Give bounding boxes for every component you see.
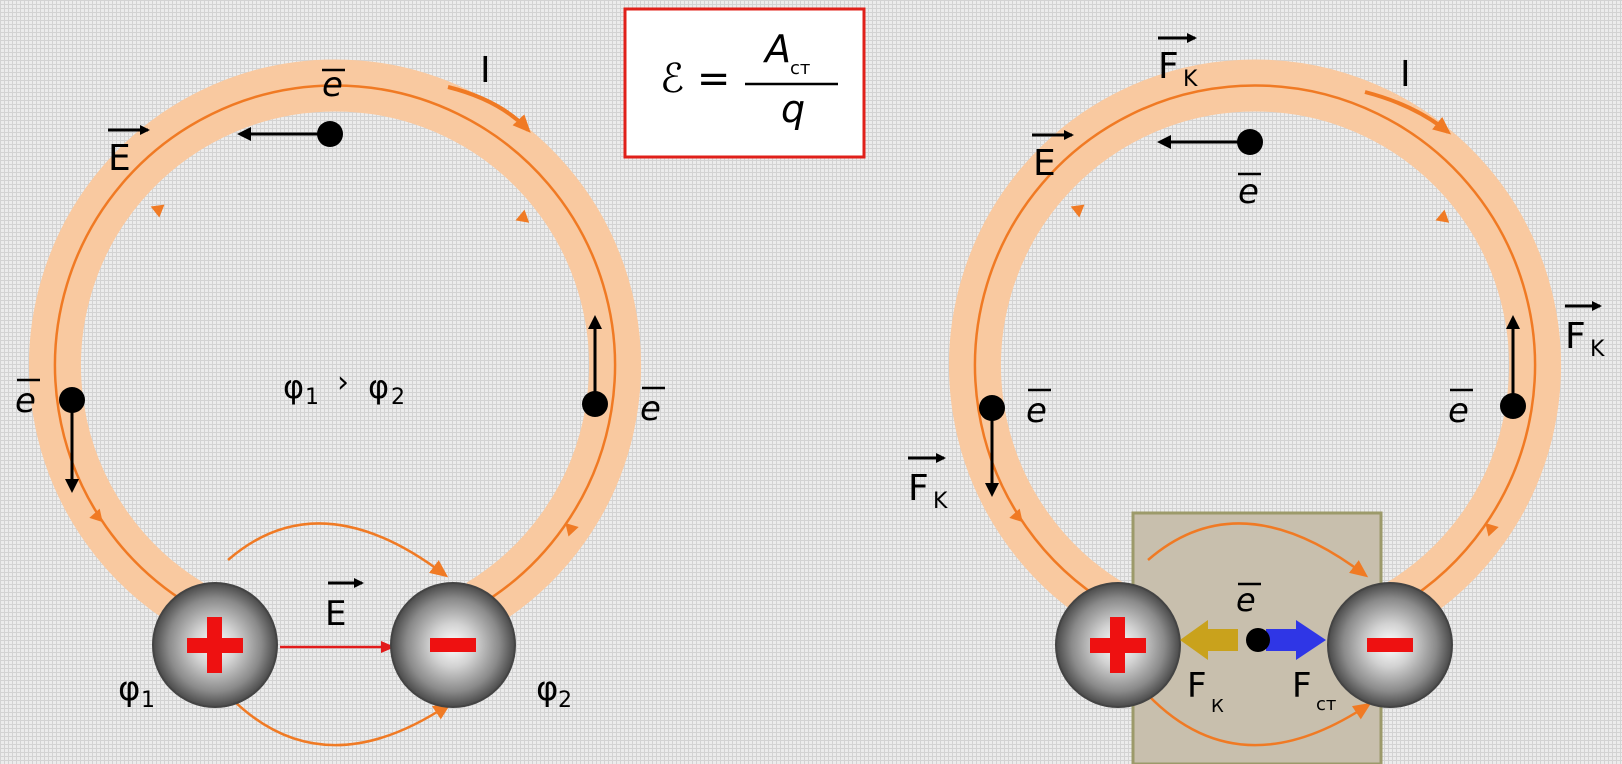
phi1-label: φ 1 — [118, 669, 155, 713]
formula-denominator: q — [781, 87, 805, 131]
svg-text:›: › — [337, 365, 349, 400]
svg-text:K: K — [1183, 67, 1198, 92]
phi2-label: φ 2 — [536, 669, 572, 713]
svg-text:F: F — [1158, 46, 1179, 87]
electron-right-left: e — [582, 315, 665, 429]
svg-text:1: 1 — [141, 688, 155, 713]
plus-bar-v-right — [1110, 617, 1125, 673]
field-line-lower-right — [1147, 694, 1372, 747]
svg-text:К: К — [1211, 696, 1224, 717]
electron-top-right: e — [1157, 129, 1263, 212]
field-line-lower-left — [227, 694, 452, 747]
field-label-right: E — [1033, 143, 1056, 184]
electron-label-right-right: e — [1448, 391, 1469, 431]
svg-text:φ: φ — [118, 669, 140, 709]
force-label-left-right: F K — [908, 453, 948, 514]
current-label-left: I — [480, 50, 491, 91]
svg-text:K: K — [1590, 337, 1605, 362]
conductor-ring-left — [29, 59, 641, 628]
svg-text:φ: φ — [368, 368, 389, 406]
current-direction-marks-left — [89, 204, 579, 537]
svg-text:F: F — [908, 468, 929, 509]
electron-label-left-left: e — [15, 381, 36, 421]
svg-text:φ: φ — [283, 368, 304, 406]
current-label-right: I — [1400, 54, 1411, 95]
svg-text:F: F — [1187, 666, 1207, 706]
electron-label-left-right: e — [1026, 391, 1047, 431]
svg-text:F: F — [1292, 666, 1312, 706]
field-label-inner-left: E — [325, 594, 346, 634]
right-circuit: I E F K F K F K e — [908, 33, 1605, 764]
electron-source — [1246, 628, 1270, 652]
force-label-right-right: F K — [1565, 301, 1605, 362]
electron-left-left: e — [15, 378, 85, 493]
coulomb-force-arrow — [1180, 620, 1238, 660]
electron-label-right-left: e — [640, 389, 661, 429]
formula-numerator-sub: ст — [790, 58, 810, 79]
svg-text:2: 2 — [558, 688, 572, 713]
minus-bar-left — [430, 638, 476, 652]
emf-formula: ℰ = A ст q — [623, 7, 866, 159]
current-arrow-left — [447, 85, 531, 133]
electron-right-right: e — [1448, 315, 1526, 431]
svg-text:1: 1 — [305, 385, 319, 410]
svg-text:F: F — [1565, 316, 1586, 357]
force-label-source-ext: F ст — [1292, 666, 1336, 715]
force-label-source-k: F К — [1187, 666, 1224, 717]
field-line-upper-left — [227, 522, 449, 578]
field-label-top-left: E — [108, 138, 131, 179]
left-circuit: I E e e e φ 1 › φ 2 — [15, 50, 665, 747]
svg-text:φ: φ — [536, 669, 558, 709]
electron-label-top-left: e — [322, 65, 343, 105]
svg-text:2: 2 — [391, 385, 405, 410]
plus-bar-v-left — [207, 617, 222, 673]
svg-text:K: K — [933, 489, 948, 514]
svg-text:ст: ст — [1316, 694, 1336, 715]
current-arrow-right — [1364, 90, 1452, 135]
electron-label-source: e — [1236, 581, 1256, 619]
current-direction-marks-right — [1009, 204, 1499, 537]
external-force-arrow — [1266, 620, 1326, 660]
formula-lhs: ℰ = — [660, 56, 730, 102]
force-label-top-right: F K — [1158, 33, 1198, 92]
field-line-upper-right — [1147, 522, 1369, 578]
electron-label-top-right: e — [1238, 172, 1259, 212]
potential-relation: φ 1 › φ 2 — [283, 365, 405, 410]
formula-numerator: A — [762, 27, 791, 71]
current-line-left — [53, 84, 617, 607]
current-line-right — [973, 84, 1537, 607]
electron-left-right: e — [979, 388, 1051, 497]
electron-top-left: e — [237, 65, 345, 147]
minus-bar-right — [1367, 638, 1413, 652]
